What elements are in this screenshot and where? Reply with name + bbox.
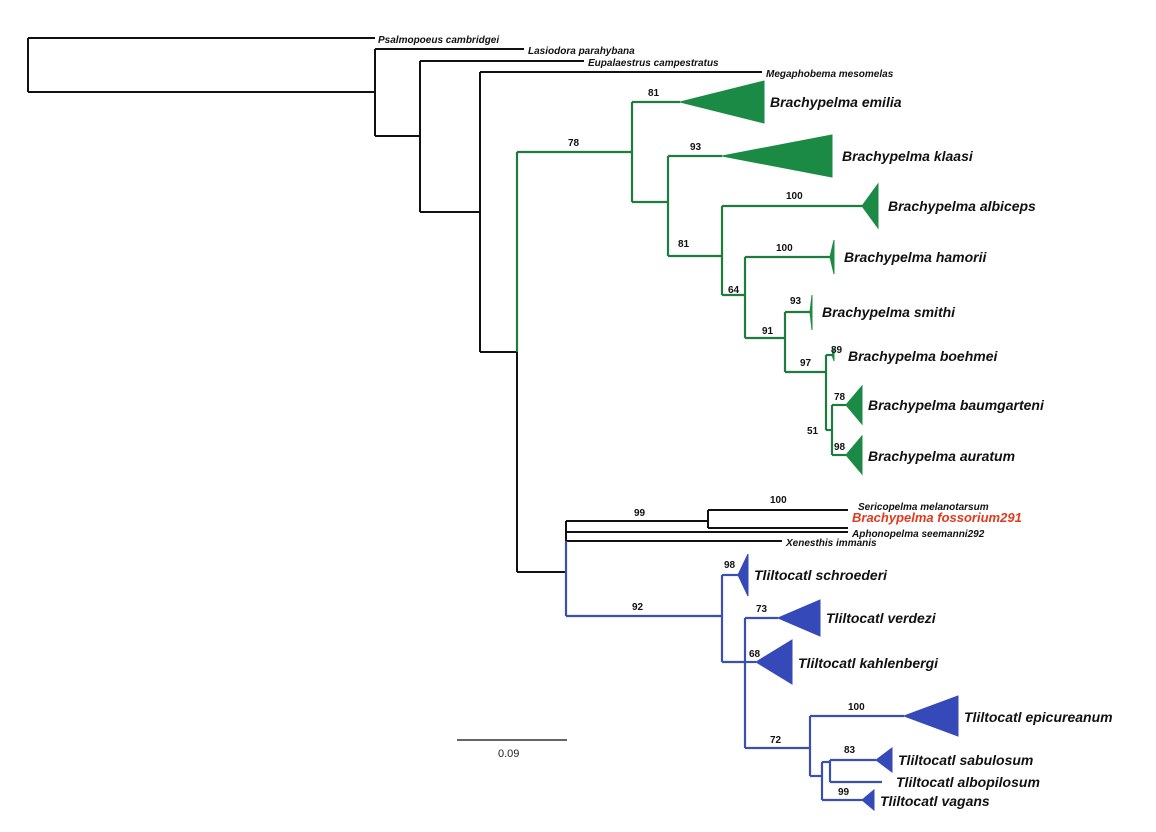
support-values: 81 78 93 100 81 100 64 93 91 89 97 78 51…: [568, 88, 865, 798]
taxon-t-sabulosum: Tliltocatl sabulosum: [898, 752, 1033, 768]
support-hamorii: 100: [776, 243, 793, 254]
clade-triangle-schroederi: [737, 553, 749, 597]
tliltocatl-branches: [564, 541, 904, 802]
tliltocatl-collapsed-clades: [737, 553, 959, 812]
taxon-b-emilia: Brachypelma emilia: [770, 94, 902, 110]
clade-triangle-vagans: [861, 788, 875, 812]
taxon-megaphobema: Megaphobema mesomelas: [766, 69, 894, 80]
support-sabulosum: 83: [844, 745, 856, 756]
taxon-xenesthis: Xenesthis immanis: [785, 538, 877, 549]
clade-triangle-sabulosum: [875, 747, 893, 773]
taxon-b-klaasi: Brachypelma klaasi: [842, 148, 974, 164]
taxon-t-epicureanum: Tliltocatl epicureanum: [964, 709, 1113, 725]
support-boehmei: 89: [831, 345, 843, 356]
support-brachypelma-clade: 78: [568, 138, 580, 149]
support-albiceps: 100: [786, 191, 803, 202]
taxon-b-fossorium: Brachypelma fossorium291: [852, 510, 1022, 525]
brachypelma-collapsed-clades: [679, 80, 879, 476]
taxon-eupalaestrus: Eupalaestrus campestratus: [588, 58, 719, 69]
taxon-sericopelma: Sericopelma melanotarsum: [858, 502, 989, 513]
support-emilia: 81: [648, 88, 660, 99]
support-smithi: 93: [790, 296, 802, 307]
support-klaasi: 93: [690, 142, 702, 153]
taxon-aphonopelma: Aphonopelma seemanni292: [851, 529, 985, 540]
taxon-lasiodora: Lasiodora parahybana: [528, 46, 635, 57]
clade-triangle-emilia: [679, 80, 765, 124]
taxon-b-auratum: Brachypelma auratum: [868, 448, 1015, 464]
support-node-81b: 81: [678, 239, 690, 250]
support-sericopelma-fossorium: 100: [770, 495, 787, 506]
support-epicureanum: 100: [848, 702, 865, 713]
taxon-b-boehmei: Brachypelma boehmei: [848, 348, 998, 364]
taxon-b-baumgarteni: Brachypelma baumgarteni: [868, 397, 1045, 413]
support-node-51: 51: [807, 426, 819, 437]
brachypelma-branches: [515, 100, 862, 457]
taxon-t-albopilosum: Tliltocatl albopilosum: [896, 774, 1040, 790]
clade-triangle-albiceps: [861, 182, 879, 230]
taxon-t-schroederi: Tliltocatl schroederi: [754, 567, 888, 583]
support-vagans: 99: [838, 787, 850, 798]
support-node-97: 97: [800, 358, 812, 369]
taxon-psalmopoeus: Psalmopoeus cambridgei: [378, 35, 499, 46]
scale-bar: 0.09: [457, 739, 567, 760]
support-verdezi: 73: [756, 604, 768, 615]
taxon-b-hamorii: Brachypelma hamorii: [844, 249, 987, 265]
taxon-b-albiceps: Brachypelma albiceps: [888, 198, 1036, 214]
taxon-t-kahlenbergi: Tliltocatl kahlenbergi: [798, 655, 939, 671]
clade-triangle-auratum: [845, 434, 863, 476]
taxon-b-smithi: Brachypelma smithi: [822, 304, 956, 320]
scale-bar-label: 0.09: [498, 748, 519, 760]
clade-triangle-hamorii: [829, 239, 835, 275]
support-tliltocatl-clade: 92: [632, 602, 644, 613]
taxon-t-verdezi: Tliltocatl verdezi: [826, 610, 937, 626]
clade-triangle-epicureanum: [902, 695, 959, 737]
clade-triangle-kahlenbergi: [755, 639, 793, 685]
support-node-64: 64: [728, 285, 740, 296]
clade-triangle-smithi: [809, 294, 813, 331]
support-node-91: 91: [762, 326, 774, 337]
clade-triangle-klaasi: [721, 134, 833, 178]
support-node-72: 72: [770, 735, 782, 746]
taxon-labels: Psalmopoeus cambridgei Lasiodora parahyb…: [378, 35, 1113, 809]
support-node-99: 99: [634, 508, 646, 519]
support-baumgarteni: 78: [834, 392, 846, 403]
clade-triangle-baumgarteni: [845, 384, 863, 426]
support-schroederi: 98: [724, 560, 736, 571]
taxon-t-vagans: Tliltocatl vagans: [880, 793, 990, 809]
clade-triangle-boehmei: [831, 348, 835, 362]
support-kahlenbergi: 68: [749, 649, 761, 660]
backbone-branches: [27, 37, 848, 573]
support-auratum: 98: [834, 442, 846, 453]
clade-triangle-verdezi: [776, 599, 821, 637]
